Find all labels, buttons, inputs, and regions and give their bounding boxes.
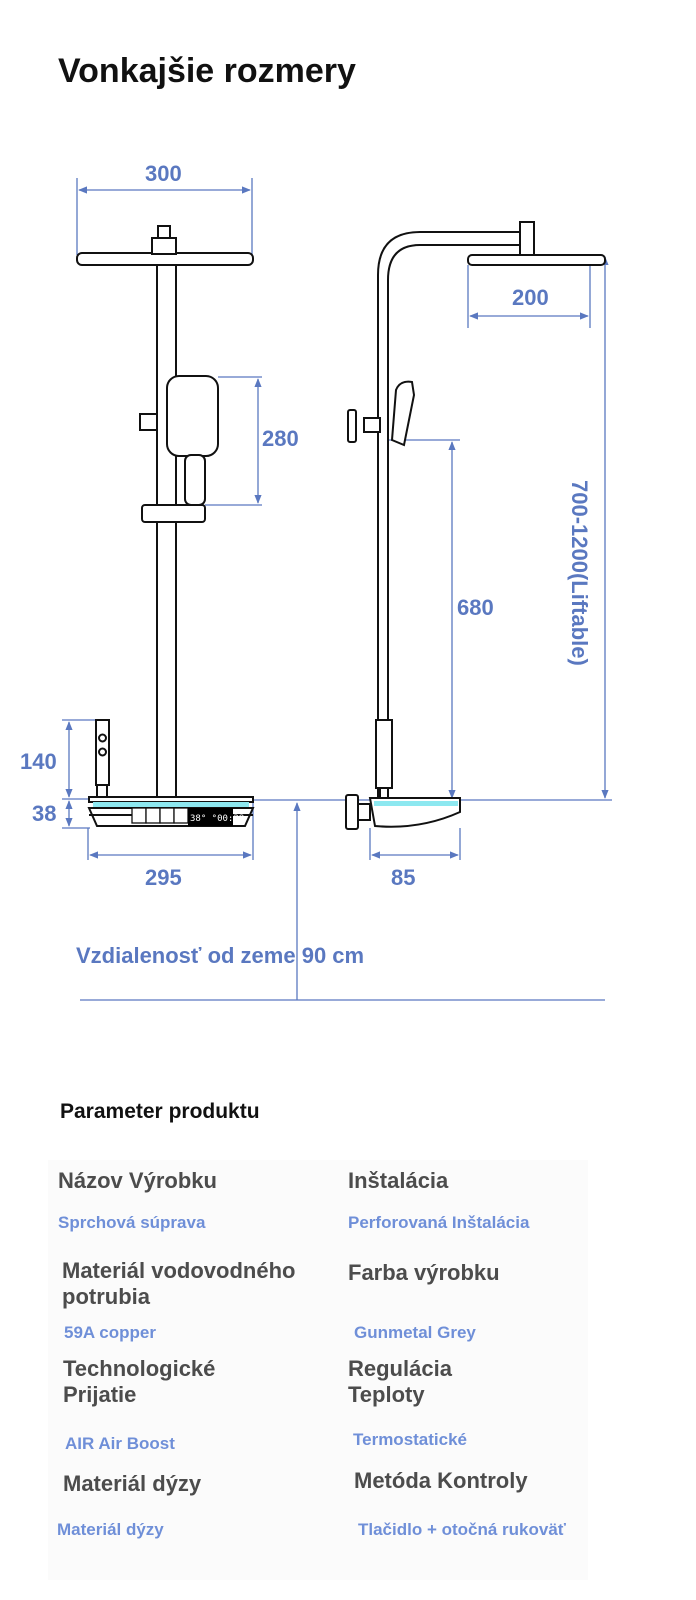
param-label: Materiál dýzy	[63, 1471, 202, 1496]
ground-distance-note: Vzdialenosť od zeme 90 cm	[76, 943, 365, 968]
valve-front	[139, 413, 158, 431]
handheld-head-front	[166, 375, 219, 457]
param-label: Technologické Prijatie	[63, 1356, 216, 1407]
dim-handheld-height: 280	[262, 426, 299, 451]
rain-head-side	[467, 254, 606, 266]
valve-knob-side	[347, 409, 357, 443]
param-label: Metóda Kontroly	[354, 1468, 528, 1493]
shower-side-view	[345, 221, 606, 830]
shower-front-view	[76, 225, 255, 827]
head-connector	[151, 237, 177, 255]
dim-head-width-front: 300	[145, 161, 182, 186]
param-label: Názov Výrobku	[58, 1168, 217, 1193]
dim-controller-height: 140	[20, 749, 57, 774]
light-strip	[93, 802, 249, 807]
head-arm-connector	[519, 221, 535, 257]
dim-riser-height: 680	[457, 595, 494, 620]
param-value: Perforovaná Inštalácia	[348, 1213, 530, 1232]
page-title: Vonkajšie rozmery	[58, 52, 356, 90]
param-value: Termostatické	[353, 1430, 468, 1449]
dim-base-height: 38	[32, 801, 56, 826]
controller-side	[375, 719, 393, 789]
param-value: Materiál dýzy	[57, 1520, 164, 1539]
param-value: Gunmetal Grey	[354, 1323, 476, 1342]
dimension-diagram: 38° °00:28 300 280 140 38 295 200 680 70…	[20, 161, 612, 1001]
handheld-head-side	[390, 380, 416, 447]
param-label: Materiál vodovodného potrubia	[62, 1258, 296, 1309]
display-readout: 38° °00:28	[190, 814, 244, 824]
riser-pipe-front	[156, 264, 177, 801]
base-buttons	[131, 807, 189, 824]
param-value: AIR Air Boost	[65, 1434, 175, 1453]
handheld-holder	[141, 504, 206, 523]
param-label: Farba výrobku	[348, 1260, 500, 1285]
dim-lift-range: 700-1200(Liftable)	[567, 480, 592, 666]
dim-base-width: 295	[145, 865, 182, 890]
param-value: 59A copper	[64, 1323, 156, 1342]
base-knob	[345, 794, 359, 830]
param-label: Inštalácia	[348, 1168, 449, 1193]
dim-base-depth: 85	[391, 865, 415, 890]
param-label: Regulácia Teploty	[348, 1356, 452, 1407]
params-table: Názov Výrobku Sprchová súprava Inštaláci…	[48, 1160, 588, 1580]
param-value: Tlačidlo + otočná rukoväť	[358, 1520, 566, 1539]
params-title: Parameter produktu	[60, 1100, 260, 1123]
dim-head-width-side: 200	[512, 285, 549, 310]
param-value: Sprchová súprava	[58, 1213, 206, 1232]
temperature-display	[188, 808, 233, 826]
